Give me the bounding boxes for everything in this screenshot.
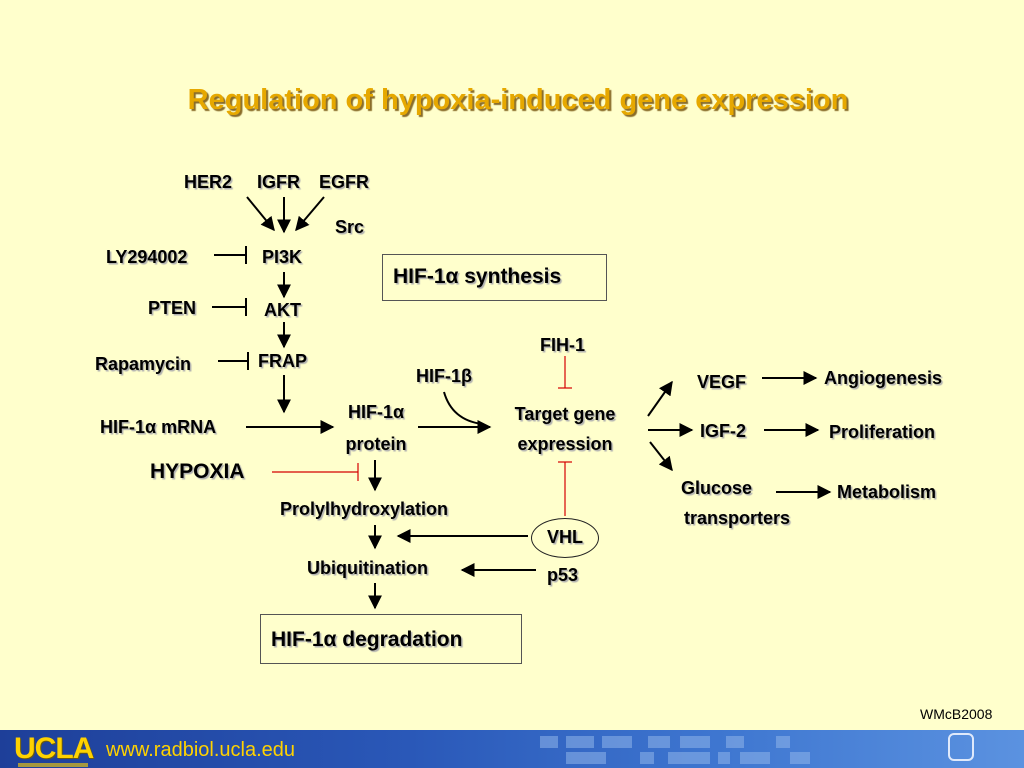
ucla-logo: UCLA xyxy=(14,732,94,765)
arrow-target-vegf xyxy=(647,380,673,417)
node-target-gene: Target gene xyxy=(514,404,616,424)
vhl-ellipse xyxy=(531,518,599,558)
slide-nav-icon[interactable] xyxy=(948,733,974,761)
hif1a-synthesis-label: HIF-1α synthesis xyxy=(393,265,562,288)
slide-title: Regulation of hypoxia-induced gene expre… xyxy=(187,84,849,116)
node-proliferation: Proliferation xyxy=(829,422,936,442)
node-glucose: Glucose xyxy=(681,478,753,498)
node-egfr: EGFR xyxy=(319,172,370,192)
node-vhl: VHL xyxy=(547,527,583,547)
watermark: WMcB2008 xyxy=(920,706,993,722)
node-pi3k: PI3K xyxy=(262,247,303,267)
arrow-target-glucose xyxy=(649,441,673,472)
node-hif1a-protein: HIF-1α xyxy=(347,402,405,422)
node-src: Src xyxy=(335,217,365,237)
hif1a-degradation-box: HIF-1α degradation xyxy=(260,614,522,664)
hif1a-degradation-label: HIF-1α degradation xyxy=(271,628,463,651)
node-target-expression: expression xyxy=(517,434,613,454)
node-prolylhydroxylation: Prolylhydroxylation xyxy=(280,499,449,519)
node-hif1a-mrna: HIF-1α mRNA xyxy=(100,417,217,437)
node-hif1a-protein-line2: protein xyxy=(345,434,407,454)
hif1a-synthesis-box: HIF-1α synthesis xyxy=(382,254,607,301)
node-pten: PTEN xyxy=(148,298,197,318)
node-igf2: IGF-2 xyxy=(700,421,747,441)
node-angiogenesis: Angiogenesis xyxy=(824,368,943,388)
node-ubiquitination: Ubiquitination xyxy=(307,558,428,578)
hif1b-join xyxy=(443,391,483,425)
node-transporters: transporters xyxy=(684,508,791,528)
footer-bar xyxy=(0,730,1024,768)
node-rapamycin: Rapamycin xyxy=(95,354,192,374)
node-frap: FRAP xyxy=(258,351,307,371)
arrow-her2-pi3k xyxy=(246,196,275,232)
arrow-egfr-pi3k xyxy=(295,196,325,232)
node-igfr: IGFR xyxy=(257,172,300,192)
node-hif1b: HIF-1β xyxy=(416,366,472,386)
node-p53: p53 xyxy=(547,565,579,585)
node-hypoxia: HYPOXIA xyxy=(150,460,245,483)
node-vegf: VEGF xyxy=(697,372,747,392)
node-metabolism: Metabolism xyxy=(837,482,937,502)
node-ly294002: LY294002 xyxy=(106,247,188,267)
node-fih1: FIH-1 xyxy=(540,335,585,355)
node-her2: HER2 xyxy=(184,172,233,192)
node-akt: AKT xyxy=(264,300,301,320)
ucla-logo-underline xyxy=(18,763,88,767)
footer-url-link[interactable]: www.radbiol.ucla.edu xyxy=(106,739,295,761)
